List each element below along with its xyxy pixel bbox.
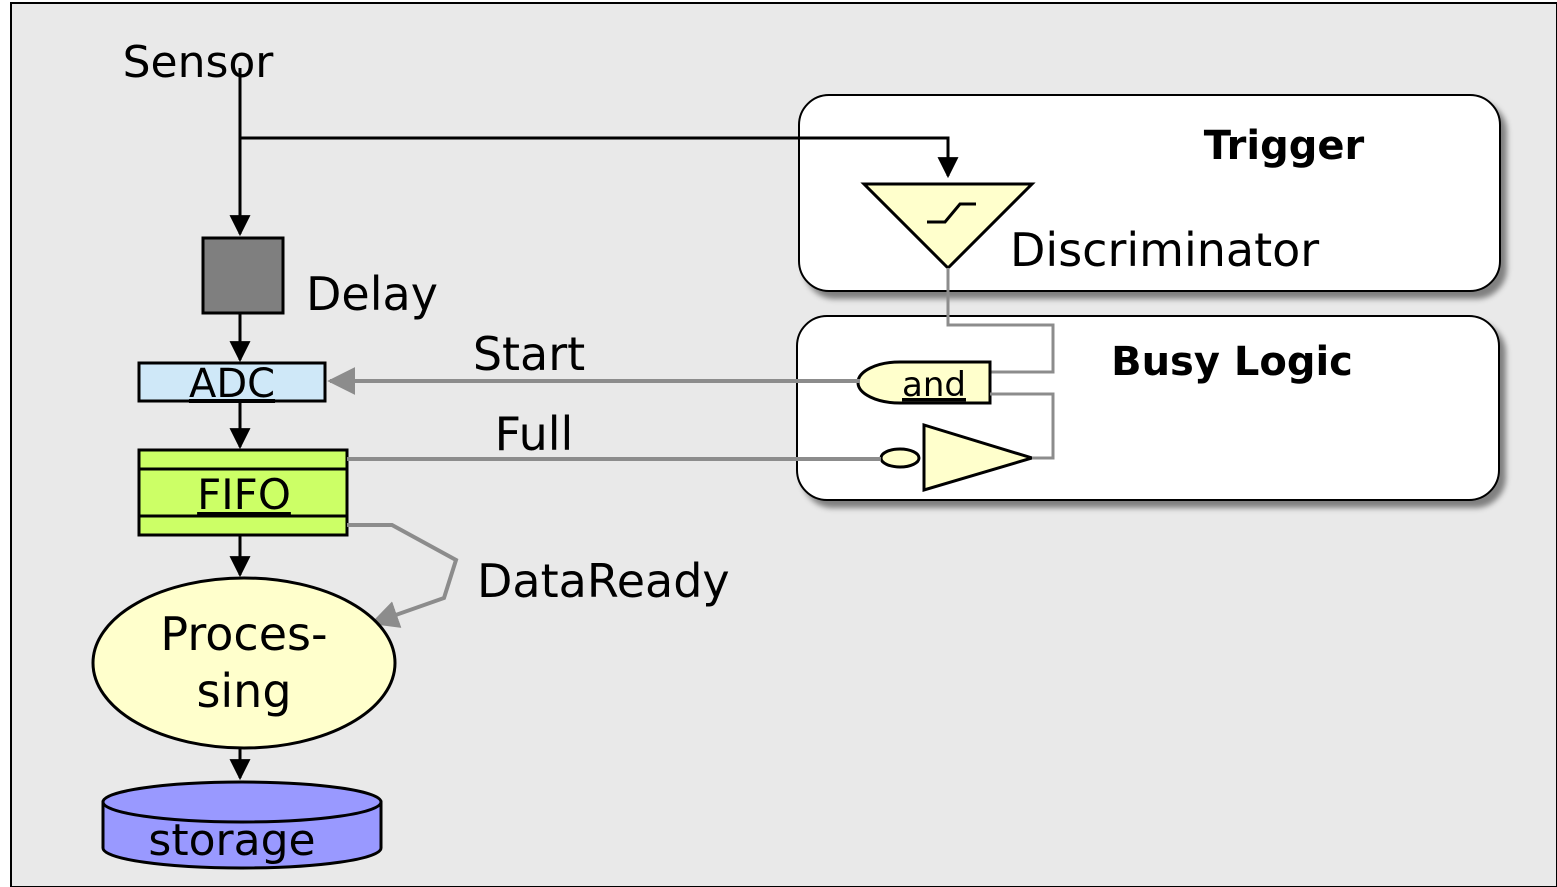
start-label: Start [473, 327, 585, 381]
fifo-label: FIFO [197, 470, 291, 519]
processing-label-line2: sing [196, 664, 291, 718]
and-gate-body [856, 360, 992, 405]
processing-label-line1: Proces- [160, 607, 327, 661]
discriminator-to-and-line [946, 268, 1055, 374]
sensor-to-discriminator-line [240, 136, 959, 179]
adc-block [137, 361, 327, 403]
data-ready-line [347, 523, 459, 628]
full-label: Full [495, 407, 574, 461]
delay-label: Delay [306, 267, 438, 321]
and-gate-label: and [902, 365, 966, 405]
delay-block [201, 236, 285, 315]
full-comparator-triangle [922, 422, 1038, 493]
storage-label: storage [148, 815, 315, 866]
busy-logic-title: Busy Logic [1111, 339, 1353, 385]
data-ready-label: DataReady [477, 554, 730, 608]
discriminator-label: Discriminator [1010, 223, 1319, 277]
full-inverter-bubble [879, 447, 921, 469]
processing-node [91, 576, 397, 750]
adc-label: ADC [189, 361, 275, 407]
discriminator-threshold-icon [927, 202, 976, 224]
fifo-block [137, 448, 349, 537]
sensor-label: Sensor [123, 37, 275, 88]
storage-cylinder-top [101, 780, 383, 824]
trigger-title: Trigger [1204, 123, 1365, 169]
comparator-feedback-line [990, 392, 1055, 460]
discriminator-triangle [860, 182, 1036, 271]
